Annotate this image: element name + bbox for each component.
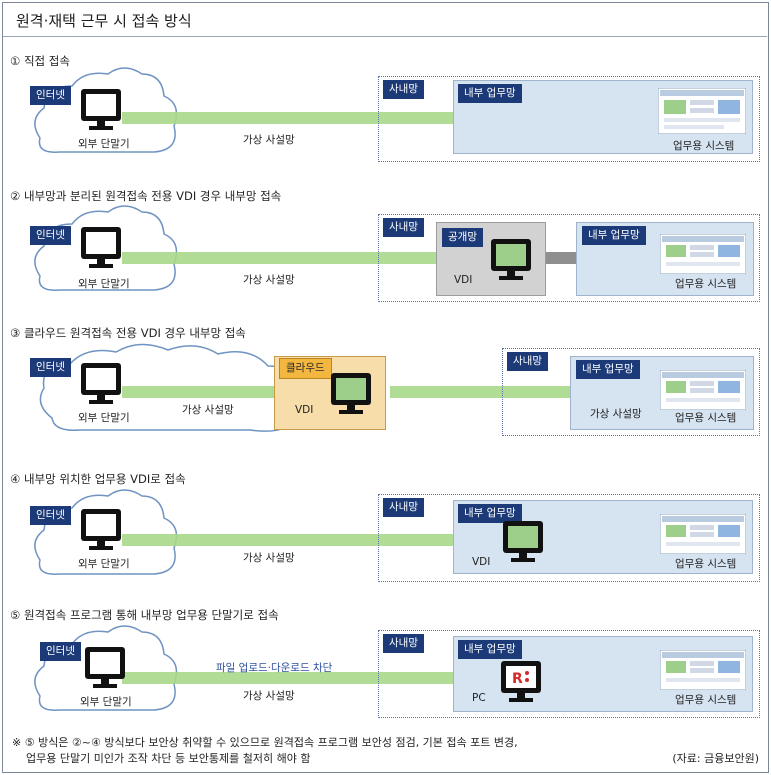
vdi-monitor-icon (502, 520, 544, 568)
vpn-arrow (122, 378, 364, 406)
system-label: 업무용 시스템 (675, 694, 737, 706)
monitor-icon (80, 88, 122, 136)
vdi-label: VDI (295, 404, 314, 416)
system-screen-icon (659, 233, 747, 278)
vdi-label: VDI (454, 274, 473, 286)
title-divider (3, 36, 767, 37)
file-transfer-blocked-label: 파일 업로드·다운로드 차단 (216, 662, 333, 674)
system-label: 업무용 시스템 (675, 558, 737, 570)
terminal-label: 외부 단말기 (78, 558, 130, 570)
intranet-tag: 사내망 (383, 80, 424, 99)
public-net-tag: 공개망 (442, 228, 483, 247)
footnote: ※ ⑤ 방식은 ②~④ 방식보다 보안상 취약할 수 있으므로 원격접속 프로그… (12, 735, 518, 767)
internet-tag: 인터넷 (30, 86, 71, 105)
section-2-heading: ② 내부망과 분리된 원격접속 전용 VDI 경우 내부망 접속 (10, 189, 282, 203)
intranet-box (378, 214, 760, 302)
system-label: 업무용 시스템 (673, 140, 735, 152)
intranet-tag: 사내망 (383, 634, 424, 653)
monitor-icon (84, 646, 126, 694)
vpn-label: 가상 사설망 (182, 404, 234, 416)
system-screen-icon (657, 87, 747, 138)
source-credit: (자료: 금융보안원) (672, 752, 759, 765)
intranet-box (378, 630, 760, 718)
system-label: 업무용 시스템 (675, 278, 737, 290)
intranet-box (378, 76, 760, 162)
vpn-arrow (122, 244, 488, 272)
system-label: 업무용 시스템 (675, 412, 737, 424)
monitor-icon (80, 362, 122, 410)
svg-text:R: R (512, 671, 523, 687)
terminal-label: 외부 단말기 (78, 412, 130, 424)
vpn-arrow (122, 526, 500, 554)
internet-tag: 인터넷 (40, 642, 81, 661)
intranet-tag: 사내망 (507, 352, 548, 371)
footnote-line-1: ※ ⑤ 방식은 ②~④ 방식보다 보안상 취약할 수 있으므로 원격접속 프로그… (12, 736, 518, 749)
intranet-tag: 사내망 (383, 218, 424, 237)
vdi-monitor-icon (490, 238, 532, 286)
biz-net-tag: 내부 업무망 (458, 504, 522, 523)
vpn-arrow (122, 104, 676, 132)
vpn-arrow (122, 664, 500, 692)
figure-title: 원격·재택 근무 시 접속 방식 (16, 12, 192, 30)
section-1-heading: ① 직접 접속 (10, 54, 70, 68)
internet-tag: 인터넷 (30, 506, 71, 525)
terminal-label: 외부 단말기 (78, 138, 130, 150)
monitor-icon (80, 226, 122, 274)
vpn-label: 가상 사설망 (243, 274, 295, 286)
section-3-heading: ③ 클라우드 원격접속 전용 VDI 경우 내부망 접속 (10, 326, 246, 340)
biz-net-tag: 내부 업무망 (576, 360, 640, 379)
system-screen-icon (659, 513, 747, 558)
cloud-tag: 클라우드 (279, 358, 332, 379)
internet-tag: 인터넷 (30, 226, 71, 245)
section-5-heading: ⑤ 원격접속 프로그램 통해 내부망 업무용 단말기로 접속 (10, 608, 279, 622)
biz-net-tag: 내부 업무망 (458, 84, 522, 103)
vdi-label: VDI (472, 556, 491, 568)
pc-label: PC (472, 692, 486, 704)
intranet-tag: 사내망 (383, 498, 424, 517)
footnote-line-2: 업무용 단말기 미인가 조작 차단 등 보안통제를 철저히 해야 함 (26, 752, 311, 765)
vpn-label-2: 가상 사설망 (590, 408, 642, 420)
system-screen-icon (659, 649, 747, 694)
vdi-monitor-icon (330, 372, 372, 420)
vpn-label: 가상 사설망 (243, 690, 295, 702)
terminal-label: 외부 단말기 (78, 278, 130, 290)
intranet-box (378, 494, 760, 582)
biz-net-tag: 내부 업무망 (582, 226, 646, 245)
monitor-icon (80, 508, 122, 556)
vpn-arrow-2 (390, 378, 676, 406)
terminal-label: 외부 단말기 (80, 696, 132, 708)
vpn-label: 가상 사설망 (243, 134, 295, 146)
remote-pc-icon: R (500, 660, 542, 708)
biz-net-tag: 내부 업무망 (458, 640, 522, 659)
intranet-box (502, 348, 760, 436)
system-screen-icon (659, 369, 747, 414)
section-4-heading: ④ 내부망 위치한 업무용 VDI로 접속 (10, 472, 186, 486)
internet-tag: 인터넷 (30, 358, 71, 377)
vpn-label: 가상 사설망 (243, 552, 295, 564)
